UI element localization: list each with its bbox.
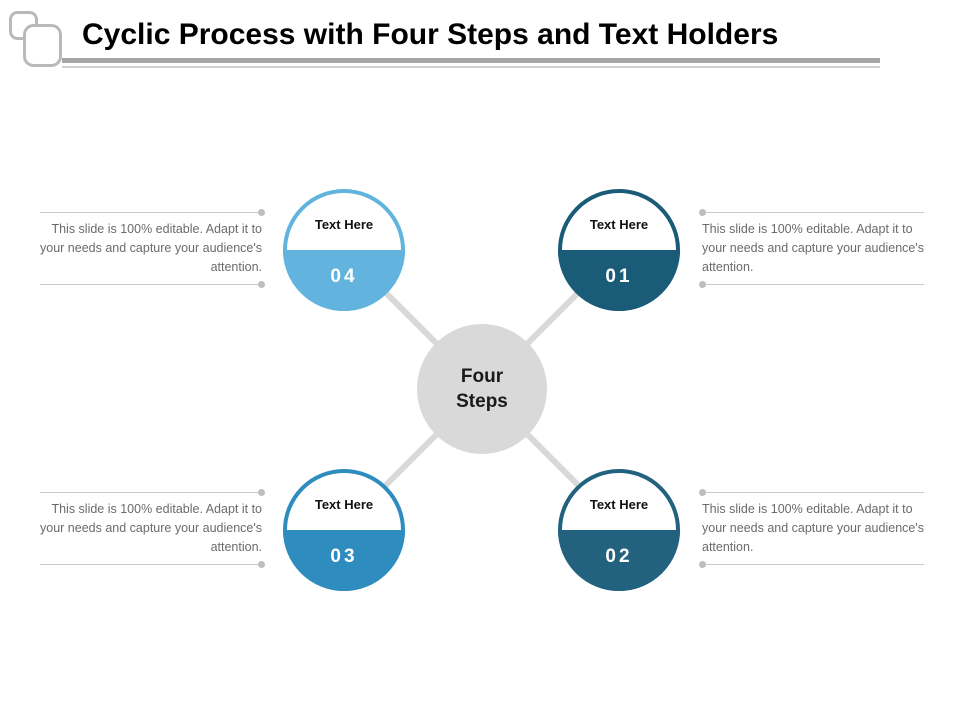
text-holder-02-rule-bottom	[699, 561, 924, 568]
text-holder-01-dot-bottom	[699, 281, 706, 288]
overlapping-rounded-squares-icon	[8, 10, 64, 68]
text-holder-03-dot-bottom	[258, 561, 265, 568]
text-holder-03-rule-bottom	[40, 561, 265, 568]
text-holder-02-text: This slide is 100% editable. Adapt it to…	[702, 502, 924, 554]
step-node-01-label: Text Here	[589, 217, 649, 232]
text-holder-04-dot-bottom	[258, 281, 265, 288]
step-node-04-label: Text Here	[314, 217, 374, 232]
step-node-03-label: Text Here	[314, 497, 374, 512]
step-node-01-top: Text Here	[558, 189, 680, 250]
text-holder-02-dot-bottom	[699, 561, 706, 568]
step-node-01-bottom: 01	[558, 250, 680, 311]
step-node-04-bottom: 04	[283, 250, 405, 311]
text-holder-01: This slide is 100% editable. Adapt it to…	[699, 209, 924, 288]
step-node-02[interactable]: Text Here 02	[558, 469, 680, 591]
text-holder-04: This slide is 100% editable. Adapt it to…	[40, 209, 265, 288]
step-node-03[interactable]: Text Here 03	[283, 469, 405, 591]
step-node-04-number: 04	[330, 265, 358, 287]
step-node-04[interactable]: Text Here 04	[283, 189, 405, 311]
text-holder-02-dot-top	[699, 489, 706, 496]
center-hub-line-2: Steps	[456, 391, 508, 412]
center-hub[interactable]: Four Steps	[417, 324, 547, 454]
text-holder-03: This slide is 100% editable. Adapt it to…	[40, 489, 265, 568]
step-node-02-label: Text Here	[589, 497, 649, 512]
text-holder-01-text: This slide is 100% editable. Adapt it to…	[702, 222, 924, 274]
step-node-01-number: 01	[605, 265, 633, 287]
step-node-03-top: Text Here	[283, 469, 405, 530]
text-holder-01-rule-bottom	[699, 281, 924, 288]
step-node-03-number: 03	[330, 545, 358, 567]
text-holder-04-dot-top	[258, 209, 265, 216]
step-node-02-number: 02	[605, 545, 633, 567]
text-holder-04-text: This slide is 100% editable. Adapt it to…	[40, 222, 262, 274]
text-holder-01-dot-top	[699, 209, 706, 216]
title-rule-thick	[62, 58, 880, 63]
center-hub-line-1: Four	[460, 366, 504, 387]
text-holder-04-rule-bottom	[40, 281, 265, 288]
step-node-02-bottom: 02	[558, 530, 680, 591]
step-node-04-top: Text Here	[283, 189, 405, 250]
page-title: Cyclic Process with Four Steps and Text …	[82, 18, 779, 51]
text-holder-04-rule-top	[40, 209, 265, 216]
text-holder-02: This slide is 100% editable. Adapt it to…	[699, 489, 924, 568]
text-holder-03-dot-top	[258, 489, 265, 496]
step-node-01[interactable]: Text Here 01	[558, 189, 680, 311]
step-node-03-bottom: 03	[283, 530, 405, 591]
step-node-02-top: Text Here	[558, 469, 680, 530]
text-holder-03-text: This slide is 100% editable. Adapt it to…	[40, 502, 262, 554]
text-holder-03-rule-top	[40, 489, 265, 496]
title-rule-thin	[62, 66, 880, 68]
text-holder-01-rule-top	[699, 209, 924, 216]
text-holder-02-rule-top	[699, 489, 924, 496]
